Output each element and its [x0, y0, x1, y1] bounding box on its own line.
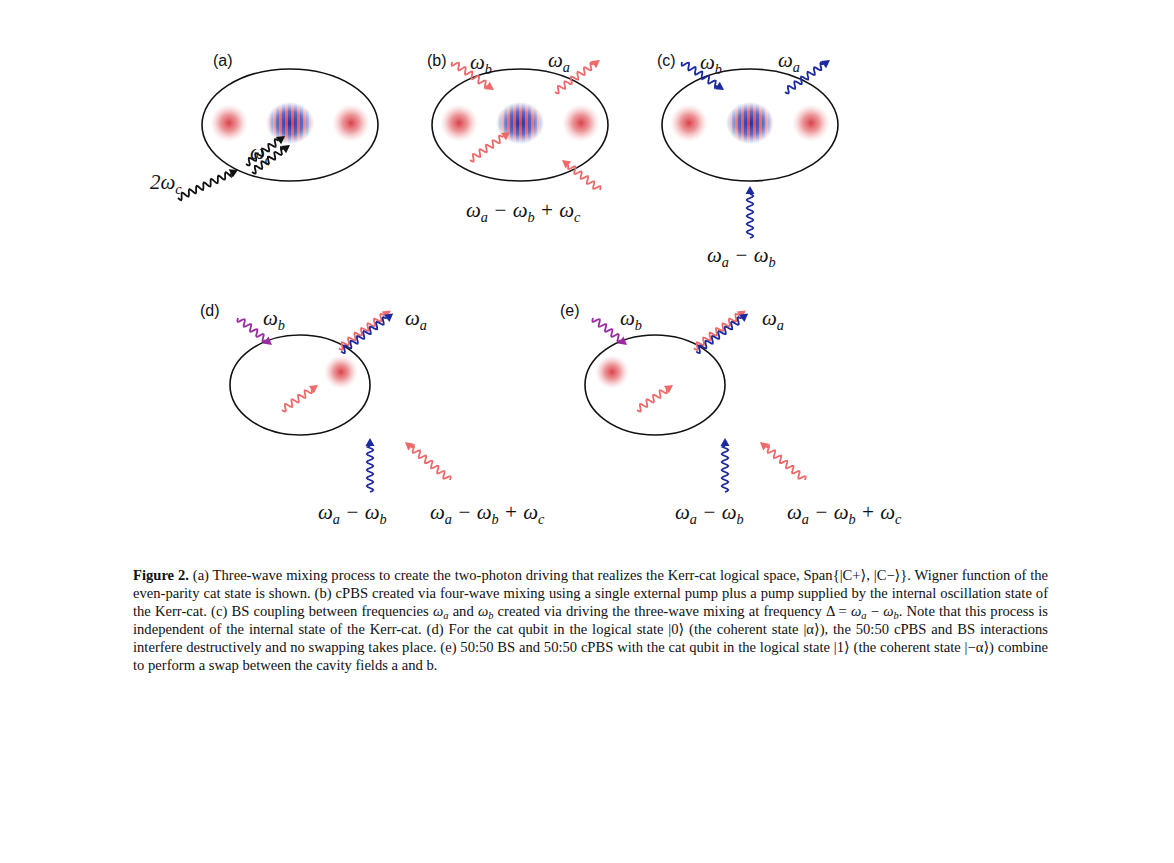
frequency-label: ωb	[263, 306, 285, 331]
coherent-blob	[210, 104, 248, 142]
frequency-label: ωa	[548, 48, 570, 73]
arrowhead	[821, 60, 830, 68]
photon-wave	[237, 318, 265, 342]
interference-fringes	[496, 102, 544, 144]
arrowhead	[721, 438, 730, 446]
arrowhead	[281, 145, 290, 153]
panel-label: (d)	[200, 302, 220, 320]
figure-caption: Figure 2. (a) Three-wave mixing process …	[133, 566, 1048, 674]
arrowhead	[591, 60, 600, 68]
interference-fringes	[726, 102, 774, 144]
coherent-blob	[332, 104, 370, 142]
frequency-label: ωa	[405, 306, 427, 331]
arrowhead	[309, 385, 318, 393]
frequency-label: ωb	[620, 306, 642, 331]
arrowhead	[263, 337, 272, 346]
coherent-blob	[595, 355, 629, 389]
photon-wave	[766, 445, 806, 480]
mode-ellipse	[662, 69, 838, 181]
mode-ellipse	[585, 335, 725, 435]
mode-ellipse	[432, 69, 608, 181]
arrowhead	[760, 442, 769, 451]
frequency-label: ωa − ωb	[318, 500, 387, 525]
arrowhead	[501, 132, 510, 140]
arrowhead	[562, 160, 571, 169]
photon-wave	[722, 446, 728, 492]
frequency-label: ωa − ωb + ωc	[787, 500, 901, 525]
arrowhead	[485, 82, 494, 90]
arrowhead	[664, 385, 673, 393]
panel-label: (a)	[213, 52, 233, 70]
photon-wave	[747, 194, 753, 238]
panel-label: (b)	[427, 52, 447, 70]
photon-wave	[367, 446, 373, 492]
photon-wave	[178, 172, 231, 200]
photon-wave	[339, 314, 385, 350]
arrowhead	[276, 136, 285, 144]
panel-label: (e)	[560, 302, 580, 320]
frequency-label: ωc	[250, 140, 271, 165]
photon-wave	[568, 165, 601, 190]
arrowhead	[384, 314, 393, 322]
frequency-label: ωb	[700, 50, 722, 75]
coherent-blob	[440, 104, 478, 142]
frequency-label: ωa − ωb	[707, 243, 776, 268]
coherent-blob	[324, 355, 358, 389]
coherent-blob	[670, 104, 708, 142]
interference-fringes	[266, 102, 314, 144]
arrowhead	[746, 186, 755, 194]
arrowhead	[366, 438, 375, 446]
mode-ellipse	[230, 335, 370, 435]
arrowhead	[715, 82, 724, 90]
arrowhead	[405, 442, 414, 451]
frequency-label: 2ωc	[150, 170, 182, 195]
photon-wave	[592, 318, 620, 342]
frequency-label: ωa − ωb	[675, 500, 744, 525]
photon-wave	[694, 314, 740, 350]
arrowhead	[739, 314, 748, 322]
coherent-blob	[792, 104, 830, 142]
coherent-blob	[562, 104, 600, 142]
panel-label: (c)	[657, 52, 676, 70]
photon-wave	[282, 390, 312, 412]
photon-wave	[696, 317, 742, 353]
photon-wave	[341, 317, 387, 353]
photon-wave	[637, 390, 667, 412]
mode-ellipse	[202, 69, 378, 181]
photon-wave	[470, 136, 503, 162]
arrowhead	[229, 169, 238, 177]
frequency-label: ωa	[778, 48, 800, 73]
frequency-label: ωa − ωb + ωc	[466, 198, 580, 223]
frequency-label: ωb	[470, 50, 492, 75]
frequency-label: ωa	[762, 306, 784, 331]
photon-wave	[411, 445, 451, 480]
arrowhead	[618, 337, 627, 346]
frequency-label: ωa − ωb + ωc	[430, 500, 544, 525]
